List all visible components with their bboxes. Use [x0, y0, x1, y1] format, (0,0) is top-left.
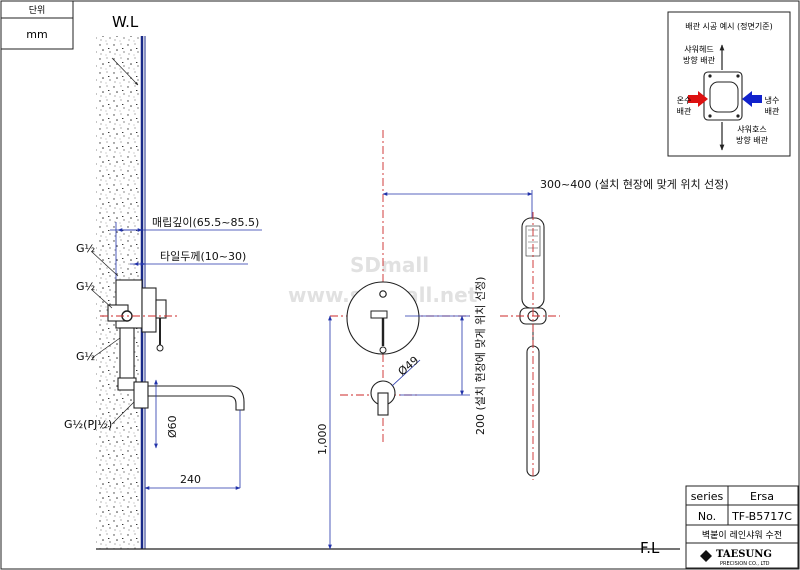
hot-label-2: 배관 [677, 106, 692, 116]
cold-label-1: 냉수 [765, 95, 780, 105]
tile-dimension: 타일두께(10~30) [130, 249, 248, 266]
front-spout [370, 380, 396, 416]
no-value: TF-B5717C [731, 510, 792, 523]
cold-arrow-icon [752, 95, 762, 103]
horizontal-offset-label: 300~400 (설치 현장에 맞게 위치 선정) [540, 178, 729, 191]
series-value: Ersa [750, 490, 774, 503]
shower-hose-label-1: 샤워호스 [737, 124, 766, 134]
spout-length-label: 240 [180, 473, 201, 486]
product-name: 벽붙이 레인샤워 수전 [702, 530, 782, 541]
shower-hose-label-2: 방향 배관 [736, 135, 769, 145]
thread-label-2: G½ [76, 280, 95, 293]
cold-label-2: 배관 [765, 106, 780, 116]
side-valve-body [107, 279, 167, 391]
spout-length-dimension: 240 [144, 473, 241, 490]
brand-name: TAESUNG [716, 549, 772, 560]
piping-example-box: 배관 시공 예시 (정면기준) 샤워헤드 방향 배관 온수 배관 냉수 배관 샤… [667, 11, 791, 157]
vertical-offset-label: 200 (설치 현장에 맞게 위치 선정) [474, 277, 487, 435]
brand-subtitle: PRECISION CO., LTD [720, 561, 770, 567]
wall-level-label: W.L [112, 13, 139, 31]
depth-dimension: 매립깊이(65.5~85.5) [110, 216, 262, 300]
side-spout [133, 381, 245, 488]
front-diameter-dimension: Ø49 [391, 354, 422, 387]
brand-logo-icon [700, 550, 712, 562]
unit-value: mm [26, 28, 47, 41]
vertical-offset-dimension: 200 (설치 현장에 맞게 위치 선정) [400, 277, 487, 435]
floor-level-label: F.L [640, 539, 660, 557]
thread-label-3: G½ [76, 350, 95, 363]
front-diameter-label: Ø49 [396, 354, 422, 379]
height-label: 1,000 [316, 424, 329, 456]
spout-diameter-label: Ø60 [166, 415, 179, 438]
depth-label: 매립깊이(65.5~85.5) [152, 216, 259, 229]
thread-label-1: G½ [76, 242, 95, 255]
front-valve-plate [346, 281, 420, 355]
thread-labels: G½ G½ G½ G½(PJ½) [64, 242, 135, 431]
no-label: No. [698, 510, 716, 523]
shower-head-label-2: 방향 배관 [683, 55, 716, 65]
title-block: series Ersa No. TF-B5717C 벽붙이 레인샤워 수전 TA… [685, 485, 799, 569]
tile-label: 타일두께(10~30) [160, 249, 246, 263]
height-dimension: 1,000 [316, 315, 332, 550]
spout-diameter-dimension: Ø60 [154, 379, 179, 449]
unit-header: 단위 [29, 5, 46, 16]
series-label: series [691, 490, 724, 503]
horizontal-offset-dimension: 300~400 (설치 현장에 맞게 위치 선정) [382, 178, 729, 220]
thread-label-4: G½(PJ½) [64, 418, 112, 431]
hot-arrow-icon [688, 95, 698, 103]
hot-label-1: 온수 [677, 96, 692, 105]
piping-title: 배관 시공 예시 (정면기준) [685, 21, 772, 31]
shower-head-label-1: 샤워헤드 [684, 44, 713, 54]
unit-box: 단위 mm [0, 0, 74, 50]
watermark-line-1: SDmall [350, 253, 429, 277]
